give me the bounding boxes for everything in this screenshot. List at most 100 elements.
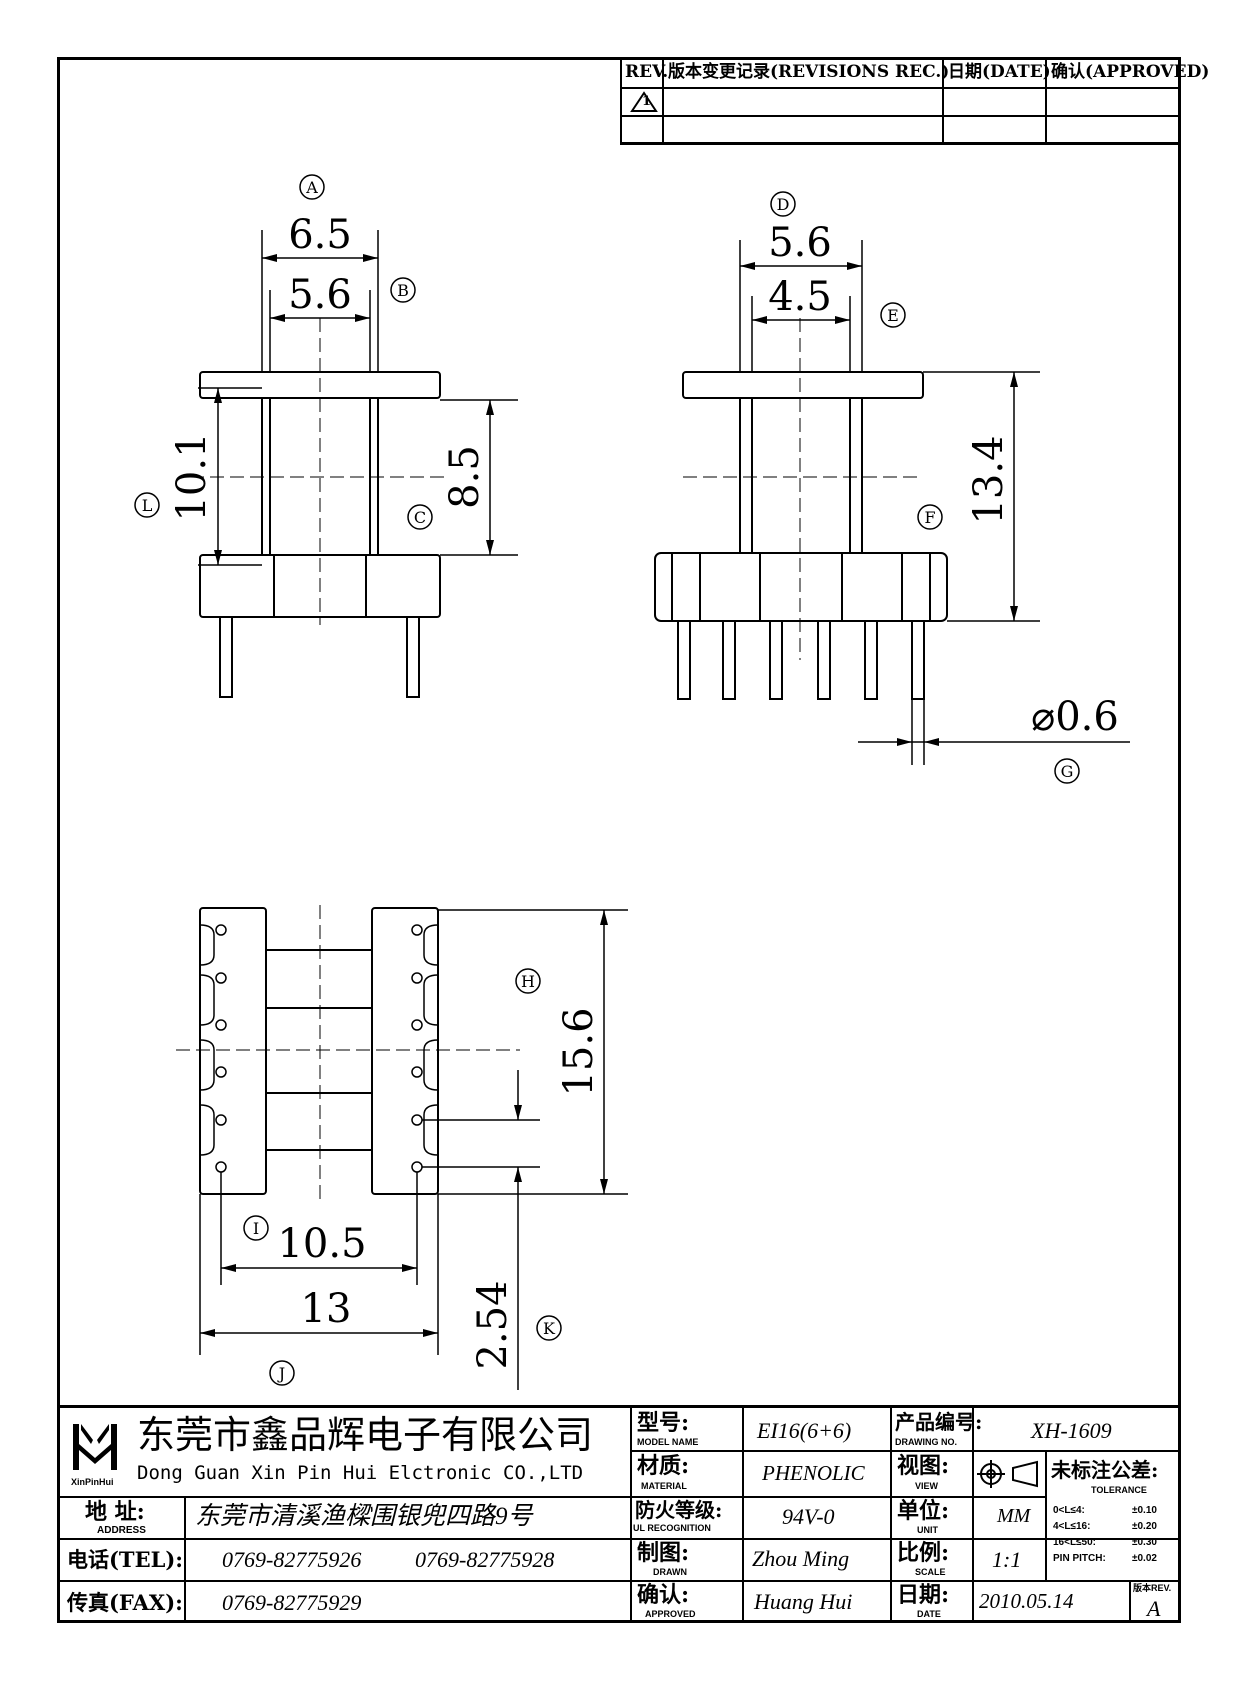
tolerance-value-4: ±0.02 (1132, 1553, 1157, 1564)
label-k: K (536, 1315, 562, 1341)
revision-mark: 1 (642, 94, 652, 109)
svg-text:C: C (414, 508, 426, 527)
svg-text:L: L (142, 496, 153, 515)
svg-text:K: K (543, 1319, 556, 1338)
unit-value: MM (997, 1505, 1031, 1527)
dim-side-outer: 5.6 (768, 220, 832, 266)
scale-label: 比例: (897, 1540, 950, 1566)
drawing-no-value: XH-1609 (1031, 1418, 1112, 1443)
label-f: F (917, 504, 943, 530)
material-value: PHENOLIC (762, 1461, 865, 1485)
svg-text:J: J (277, 1364, 285, 1383)
reference-labels: A B C L D E F G H I J K (134, 174, 1080, 1386)
svg-text:H: H (521, 972, 535, 991)
address-label: 地 址: (85, 1499, 145, 1525)
drawing-border (57, 57, 1181, 1623)
company-name-cn: 东莞市鑫品辉电子有限公司 (137, 1413, 594, 1457)
company-name-en: Dong Guan Xin Pin Hui Elctronic CO.,LTD (137, 1462, 584, 1484)
fax-label: 传真(FAX): (67, 1590, 183, 1615)
drawing-no-label-en: DRAWING NO. (895, 1437, 957, 1447)
view-label-en: VIEW (915, 1481, 939, 1491)
label-e: E (880, 302, 906, 328)
svg-text:F: F (924, 508, 935, 527)
model-label: 型号: (637, 1410, 690, 1436)
address-label-en: ADDRESS (97, 1525, 146, 1536)
model-value: EI16(6+6) (757, 1418, 852, 1443)
view-label: 视图: (897, 1453, 950, 1479)
svg-text:B: B (397, 281, 409, 300)
label-b: B (390, 277, 416, 303)
revision-record-header: 版本变更记录(REVISIONS REC.) (668, 62, 950, 82)
material-label: 材质: (637, 1453, 690, 1479)
tolerance-value-1: ±0.10 (1132, 1505, 1157, 1516)
label-l: L (134, 492, 160, 518)
model-label-en: MODEL NAME (637, 1437, 699, 1447)
dimension-values: 6.5 5.6 10.1 8.5 5.6 4.5 13.4 ⌀0.6 15.6 … (169, 212, 1119, 1370)
dimension-arrows (200, 254, 1018, 1337)
dim-side-height: 13.4 (966, 435, 1012, 524)
label-i: I (243, 1215, 269, 1241)
projection-symbol-icon (977, 1460, 1038, 1488)
logo-caption: XinPinHui (71, 1477, 114, 1487)
svg-text:I: I (253, 1219, 259, 1238)
date-value: 2010.05.14 (979, 1589, 1074, 1613)
tolerance-range-4: PIN PITCH: (1053, 1553, 1106, 1564)
dim-front-inner: 5.6 (288, 272, 352, 318)
revision-triangle-icon (630, 91, 658, 112)
revisions-table: REV. 版本变更记录(REVISIONS REC.) 日期(DATE) 确认(… (620, 57, 1209, 145)
dim-overall-width: 13 (301, 1286, 352, 1332)
flame-value: 94V-0 (782, 1504, 835, 1529)
scale-value: 1:1 (992, 1547, 1022, 1572)
tolerance-label: 未标注公差: (1051, 1458, 1159, 1482)
side-view (654, 240, 1130, 765)
address-value: 东莞市清溪渔樑围银兜四路9号 (195, 1503, 533, 1530)
bottom-view (176, 905, 628, 1390)
front-view (190, 230, 518, 698)
flame-label: 防火等级: (635, 1498, 723, 1522)
dim-front-outer: 6.5 (288, 212, 352, 258)
tolerance-range-1: 0<L≤4: (1053, 1505, 1085, 1516)
unit-label: 单位: (897, 1498, 950, 1524)
drawing-no-label: 产品编号: (895, 1410, 983, 1434)
fax-value: 0769-82775929 (222, 1590, 362, 1615)
drawn-label-en: DRAWN (653, 1567, 687, 1577)
flame-label-en: UL RECOGNITION (633, 1523, 711, 1533)
svg-text:D: D (777, 195, 790, 214)
title-block: XinPinHui 东莞市鑫品辉电子有限公司 Dong Guan Xin Pin… (57, 1405, 1181, 1623)
rev-value: A (1147, 1596, 1161, 1621)
rev-header: REV. (625, 62, 669, 82)
rev-label: 版本REV. (1133, 1583, 1172, 1593)
dim-pin-row-span: 10.5 (277, 1221, 366, 1267)
date-label: 日期: (897, 1582, 950, 1608)
approved-header: 确认(APPROVED) (1051, 62, 1210, 82)
approved-value: Huang Hui (754, 1589, 853, 1614)
dim-pin-diameter: ⌀0.6 (1031, 694, 1119, 740)
label-j: J (269, 1360, 295, 1386)
label-h: H (515, 968, 541, 994)
dim-bottom-length: 15.6 (556, 1007, 602, 1096)
scale-label-en: SCALE (915, 1567, 946, 1577)
dim-side-inner: 4.5 (768, 274, 832, 320)
tolerance-value-3: ±0.30 (1132, 1537, 1157, 1548)
dim-front-window: 8.5 (442, 445, 488, 509)
company-logo-icon (73, 1424, 117, 1470)
tolerance-range-3: 16<L≤50: (1053, 1537, 1097, 1548)
approved-label-en: APPROVED (645, 1609, 696, 1619)
tolerance-range-2: 4<L≤16: (1053, 1521, 1091, 1532)
svg-text:G: G (1061, 762, 1074, 781)
material-label-en: MATERIAL (641, 1481, 687, 1491)
approved-label: 确认: (637, 1582, 690, 1608)
label-g: G (1054, 758, 1080, 784)
tel-label: 电话(TEL): (67, 1547, 184, 1572)
label-c: C (407, 504, 433, 530)
dim-front-height: 10.1 (169, 432, 215, 521)
drawn-label: 制图: (637, 1540, 690, 1566)
tel-2: 0769-82775928 (415, 1547, 555, 1572)
label-d: D (770, 191, 796, 217)
unit-label-en: UNIT (917, 1525, 938, 1535)
svg-text:E: E (887, 306, 899, 325)
date-header: 日期(DATE) (948, 62, 1051, 82)
date-label-en: DATE (917, 1609, 941, 1619)
tel-1: 0769-82775926 (222, 1547, 362, 1572)
